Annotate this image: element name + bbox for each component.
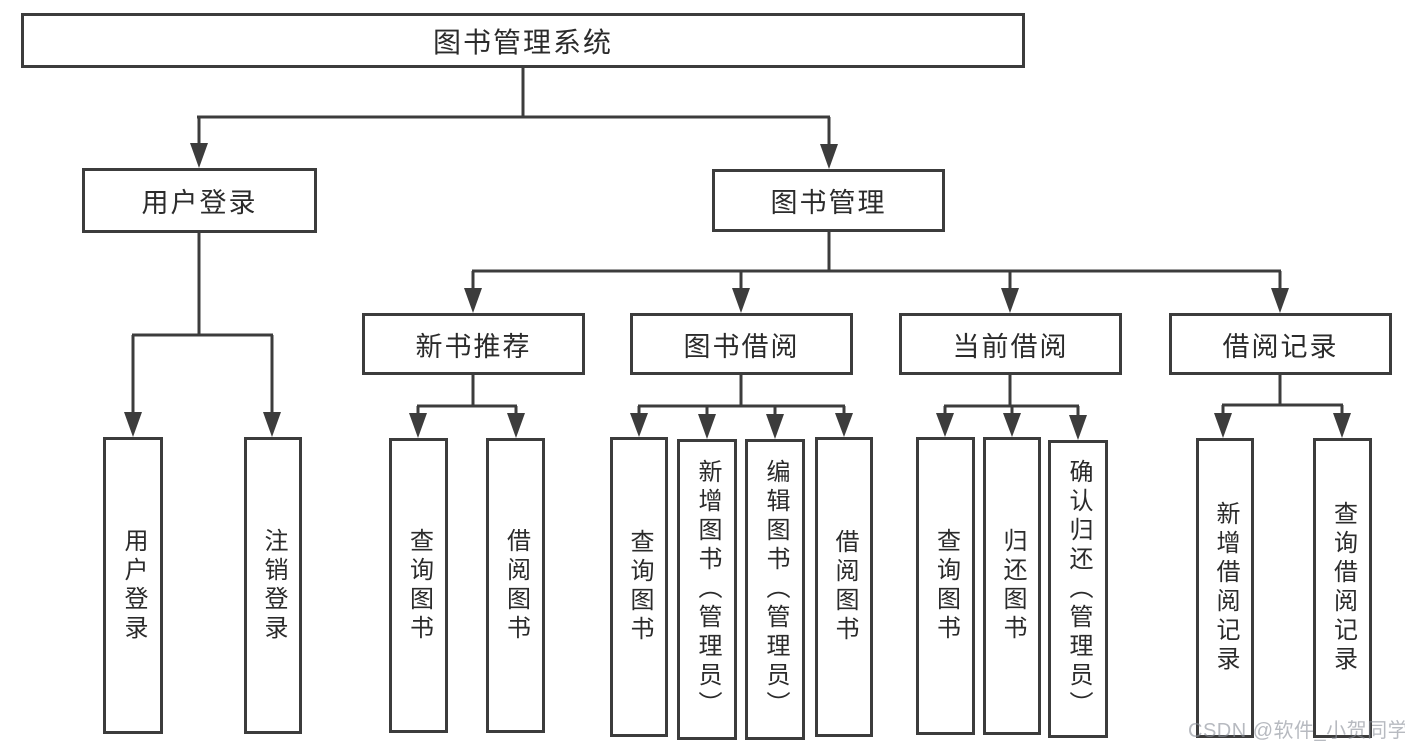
- node-current-borrowing: 当前借阅: [899, 313, 1122, 375]
- csdn-watermark: CSDN @软件_小贺同学: [1188, 720, 1405, 742]
- node-confirm-return-admin: 确认归还（管理员）: [1048, 440, 1108, 738]
- connector-book-management-children: [464, 232, 1289, 313]
- node-user-login: 用户登录: [82, 168, 317, 233]
- connector-borrowing-records-children: [1214, 375, 1351, 438]
- connector-user-login-children: [124, 233, 281, 437]
- node-borrow-books-borrowing: 借阅图书: [815, 437, 873, 737]
- node-borrow-books-recommend: 借阅图书: [486, 438, 545, 733]
- node-library-management-system: 图书管理系统: [21, 13, 1025, 68]
- node-user-login-leaf: 用户登录: [103, 437, 163, 734]
- connector-root-to-level2: [190, 68, 838, 169]
- node-new-book-recommend: 新书推荐: [362, 313, 585, 375]
- node-add-book-admin: 新增图书（管理员）: [677, 439, 737, 740]
- node-borrowing-records: 借阅记录: [1169, 313, 1392, 375]
- node-query-books-recommend: 查询图书: [389, 438, 448, 733]
- node-return-books: 归还图书: [983, 437, 1041, 735]
- node-book-management: 图书管理: [712, 169, 945, 232]
- node-book-borrowing: 图书借阅: [630, 313, 853, 375]
- node-query-books-borrowing: 查询图书: [610, 437, 668, 737]
- node-edit-book-admin: 编辑图书（管理员）: [745, 439, 805, 740]
- node-add-borrow-record: 新增借阅记录: [1196, 438, 1254, 738]
- node-query-borrow-record: 查询借阅记录: [1313, 438, 1372, 738]
- connector-book-borrowing-children: [630, 375, 853, 439]
- node-logout-login: 注销登录: [244, 437, 302, 734]
- connector-current-borrowing-children: [936, 375, 1087, 440]
- connector-new-book-recommend-children: [409, 375, 525, 438]
- node-query-books-current: 查询图书: [916, 437, 975, 735]
